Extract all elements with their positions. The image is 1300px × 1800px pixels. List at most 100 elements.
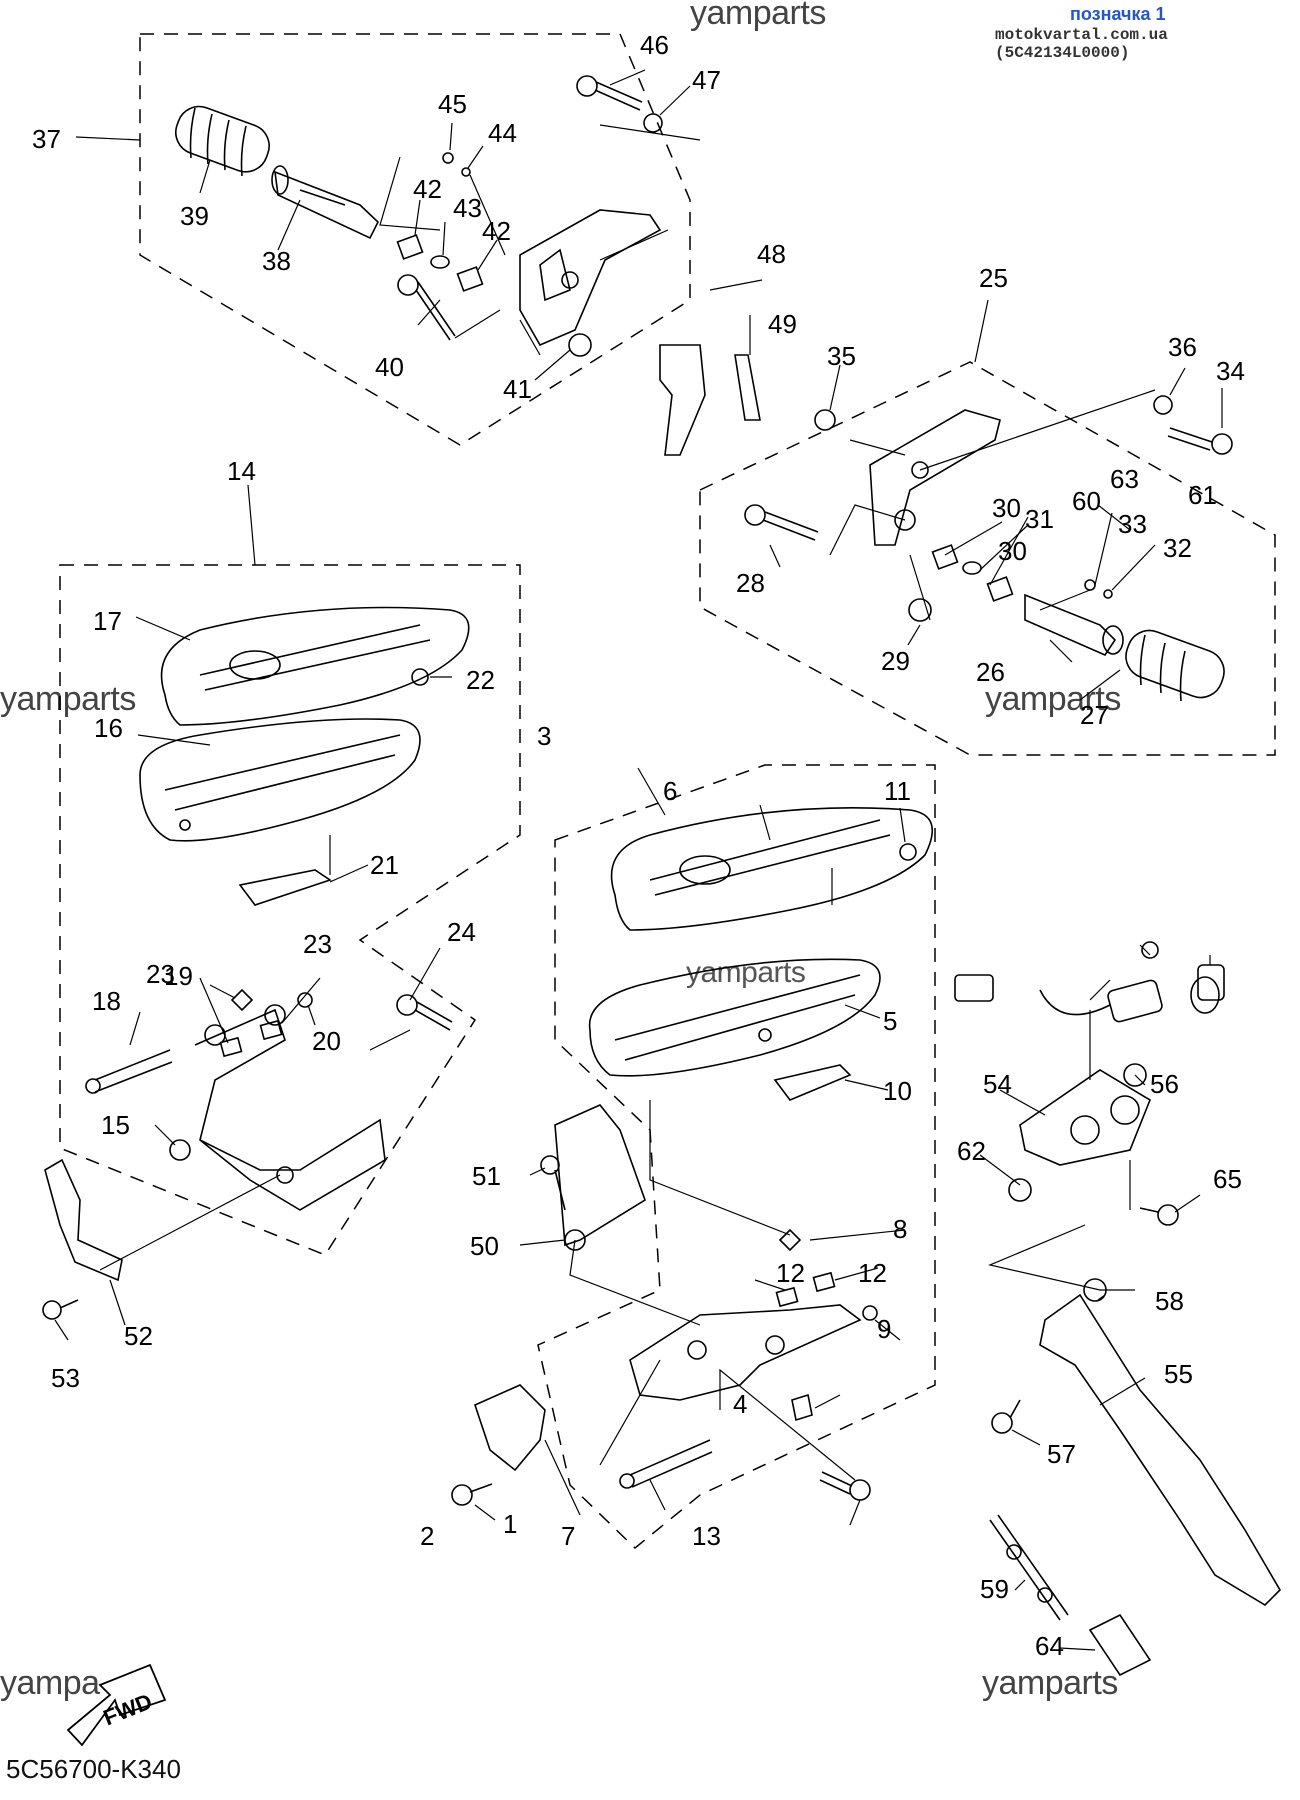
callout-58: 58 [1155, 1286, 1184, 1316]
callout-12: 12 [776, 1258, 805, 1288]
part-21-bracket [238, 869, 332, 906]
part-12-pad-b [812, 1271, 836, 1293]
callout-25: 25 [979, 263, 1008, 293]
part-56-collar [1123, 1063, 1147, 1087]
callout-10: 10 [883, 1076, 912, 1106]
part-7-pin [619, 1439, 713, 1489]
site-code: motokvartal.com.ua (5C42134L0000) [995, 26, 1168, 62]
callout-18: 18 [92, 986, 121, 1016]
part-4-nut [791, 1393, 813, 1422]
callout-45: 45 [438, 89, 467, 119]
part-18-pin [85, 1049, 173, 1094]
part-33-spring [1084, 579, 1096, 591]
part-19-spring [230, 988, 254, 1012]
callout-4: 4 [733, 1389, 747, 1419]
watermark-bottom-right: yamparts [982, 1664, 1118, 1702]
header-link[interactable]: позначка 1 [1070, 4, 1166, 24]
callout-53: 53 [51, 1363, 80, 1393]
part-36-washer [1153, 395, 1173, 415]
callout-leaders [54, 69, 1223, 1651]
callout-16: 16 [94, 713, 123, 743]
callout-28: 28 [736, 568, 765, 598]
watermark-top: yamparts [690, 0, 826, 32]
callout-32: 32 [1163, 533, 1192, 563]
callout-31: 31 [1025, 504, 1054, 534]
part-34-bolt [1167, 427, 1233, 455]
part-9-clip [862, 1305, 878, 1321]
part-42-plate-a [396, 234, 424, 260]
part-61-boot [1190, 964, 1225, 1014]
part-35-collar [814, 409, 836, 431]
part-45-spring [442, 152, 454, 164]
watermark-left: yamparts [0, 680, 136, 718]
part-46-bolt [576, 75, 643, 111]
callout-3: 3 [537, 721, 551, 751]
part-64-pin [1088, 1613, 1152, 1677]
part-1-bracket [474, 1384, 546, 1472]
part-20-clip [297, 992, 313, 1008]
callout-54: 54 [983, 1069, 1012, 1099]
part-14-arm [194, 1004, 386, 1211]
part-54-bracket [1019, 1069, 1151, 1166]
part-44-ball [461, 167, 471, 177]
callout-17: 17 [93, 606, 122, 636]
callout-48: 48 [757, 239, 786, 269]
callout-57: 57 [1047, 1439, 1076, 1469]
callout-9: 9 [877, 1314, 891, 1344]
callout-50: 50 [470, 1231, 499, 1261]
callout-51: 51 [472, 1161, 501, 1191]
part-50-arm [554, 1104, 646, 1251]
callout-44: 44 [488, 118, 517, 148]
callout-5: 5 [883, 1006, 897, 1036]
callout-24: 24 [447, 917, 476, 947]
part-22-screw [411, 668, 429, 686]
part-16-floorboard [139, 718, 421, 842]
callout-42: 42 [413, 174, 442, 204]
part-59-spring [989, 1514, 1069, 1621]
callout-61: 61 [1188, 480, 1217, 510]
part-41-nut [568, 333, 592, 357]
callout-60: 60 [1072, 486, 1101, 516]
callout-20: 20 [312, 1026, 341, 1056]
callout-1: 1 [503, 1509, 517, 1539]
callout-22: 22 [466, 665, 495, 695]
part-13-bolt [819, 1471, 871, 1501]
callout-43: 43 [453, 193, 482, 223]
part-27-grip [1125, 629, 1225, 702]
part-38-footrest-bar [271, 165, 379, 240]
group-25-boundary [699, 361, 1276, 756]
callout-62: 62 [957, 1136, 986, 1166]
part-48-bracket [659, 344, 706, 456]
group-37-boundary [139, 33, 691, 446]
group-14-boundary [59, 564, 521, 1256]
callout-38: 38 [262, 246, 291, 276]
part-12-pad-a [775, 1286, 799, 1308]
part-53-bolt [42, 1299, 79, 1320]
part-40-bolt [397, 274, 456, 341]
callout-64: 64 [1035, 1631, 1064, 1661]
callout-30: 30 [992, 493, 1021, 523]
callout-41: 41 [503, 374, 532, 404]
callout-46: 46 [640, 30, 669, 60]
callout-27: 27 [1080, 700, 1109, 730]
part-31-pin [962, 561, 982, 575]
part-30-plate-b [986, 576, 1014, 602]
part-32-ball [1103, 589, 1113, 599]
part-connector [954, 974, 994, 1002]
callout-11: 11 [884, 776, 911, 806]
part-51-bolt [540, 1155, 566, 1211]
callout-21: 21 [370, 850, 399, 880]
part-15-nut [169, 1139, 191, 1161]
callout-55: 55 [1164, 1359, 1193, 1389]
watermark-bottom-left: yampa [0, 1664, 100, 1702]
callout-40: 40 [375, 352, 404, 382]
callout-26: 26 [976, 657, 1005, 687]
part-65-bolt [1139, 1204, 1179, 1226]
part-26-footrest-bar [1024, 593, 1124, 657]
callout-6: 6 [663, 776, 677, 806]
callout-19: 19 [164, 961, 193, 991]
group-boundaries [59, 33, 1276, 1550]
callout-15: 15 [101, 1110, 130, 1140]
callout-37: 37 [32, 124, 61, 154]
callout-30-2: 30 [998, 536, 1027, 566]
